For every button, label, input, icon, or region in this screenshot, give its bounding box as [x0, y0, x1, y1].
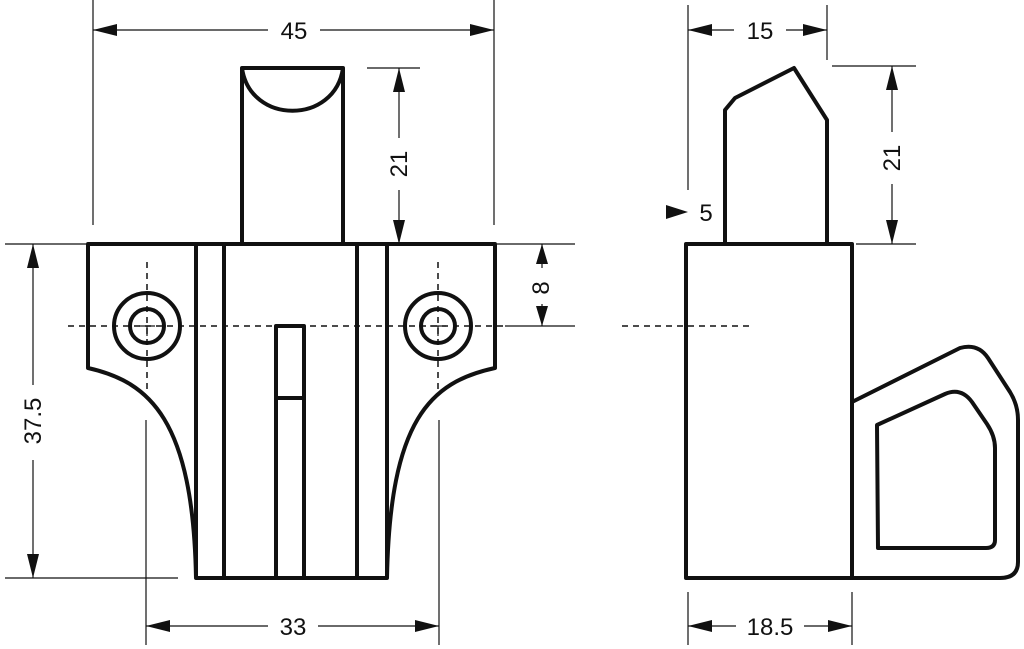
side-plunger	[723, 66, 829, 244]
dim-side-plunger-offset-label: 5	[699, 200, 712, 227]
side-catch-outer	[851, 344, 1020, 580]
dim-front-hole-offset: 8	[497, 243, 575, 327]
front-latch-slot	[274, 324, 306, 578]
dim-front-hole-offset-label: 8	[528, 281, 555, 294]
dim-side-plunger-height: 21	[832, 65, 916, 245]
front-plunger	[240, 66, 345, 244]
dim-front-height-label: 37.5	[20, 398, 47, 445]
dim-front-base-width-label: 33	[280, 614, 307, 641]
dim-front-plunger-height: 21	[367, 67, 420, 244]
front-view	[68, 66, 505, 580]
dim-front-height: 37.5	[5, 243, 178, 579]
dim-front-base-width: 33	[145, 420, 440, 645]
dim-side-plunger-width: 15	[687, 5, 828, 190]
dim-side-base-width-label: 18.5	[747, 614, 794, 641]
side-catch-inner	[875, 389, 997, 550]
dim-front-width-label: 45	[281, 18, 308, 45]
dim-side-base-width: 18.5	[687, 592, 853, 645]
dim-side-plunger-width-label: 15	[747, 18, 774, 45]
dim-side-plunger-height-label: 21	[879, 145, 906, 172]
side-view	[622, 66, 1020, 580]
dim-front-plunger-height-label: 21	[386, 151, 413, 178]
side-body	[684, 242, 854, 580]
dim-side-plunger-offset: 5	[666, 200, 713, 227]
front-plunger-groove	[240, 67, 345, 113]
dim-front-width: 45	[92, 0, 495, 225]
